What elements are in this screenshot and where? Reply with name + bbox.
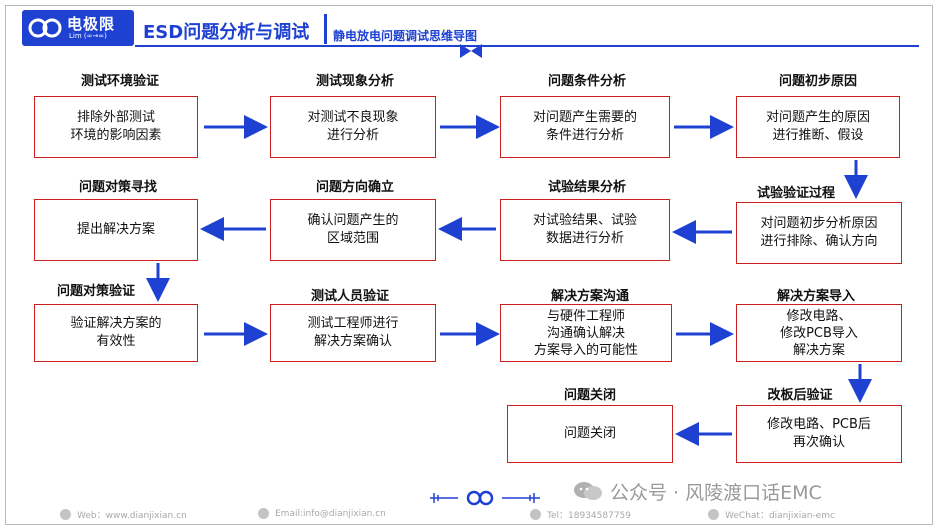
- step-label: 问题关闭: [563, 388, 616, 403]
- step-box: 与硬件工程师 沟通确认解决 方案导入的可能性: [500, 304, 672, 362]
- contact-wechat: WeChat：dianjixian-emc: [708, 508, 835, 521]
- step-box: 测试工程师进行 解决方案确认: [270, 304, 436, 362]
- title-divider: [324, 14, 327, 44]
- step-box: 问题关闭: [507, 405, 673, 463]
- step-box: 修改电路、PCB后 再次确认: [736, 405, 902, 463]
- footer-logo-divider: [430, 490, 540, 506]
- header: 电极限 Lim (∞→∞) ESD问题分析与调试 静电放电问题调试思维导图: [0, 0, 940, 60]
- contact-email-text: Email:info@dianjixian.cn: [275, 508, 386, 519]
- contact-tel-text: Tel：18934587759: [547, 511, 631, 521]
- wechat-icon: [708, 509, 719, 520]
- step-box: 对试验结果、试验 数据进行分析: [500, 199, 670, 261]
- step-box: 修改电路、 修改PCB导入 解决方案: [736, 304, 902, 362]
- footer-contact-row: Web：www.dianjixian.cn Email:info@dianjix…: [0, 508, 940, 524]
- logo-subtext: Lim (∞→∞): [69, 32, 107, 40]
- step-label: 改板后验证: [767, 388, 833, 403]
- step-label: 问题初步原因: [778, 74, 857, 89]
- watermark-text: 公众号 · 风陵渡口话EMC: [610, 482, 822, 504]
- step-label: 解决方案导入: [776, 289, 855, 304]
- step-box: 提出解决方案: [34, 199, 198, 261]
- step-label: 问题条件分析: [547, 74, 626, 89]
- contact-wechat-text: WeChat：dianjixian-emc: [725, 511, 835, 521]
- step-label: 测试人员验证: [310, 289, 389, 304]
- brand-logo: 电极限 Lim (∞→∞): [22, 10, 134, 46]
- step-label: 试验结果分析: [547, 180, 626, 195]
- email-icon: [258, 508, 269, 519]
- contact-web: Web：www.dianjixian.cn: [60, 508, 187, 521]
- web-icon: [60, 509, 71, 520]
- step-box: 对测试不良现象 进行分析: [270, 96, 436, 158]
- header-underline: [135, 45, 919, 47]
- step-box: 验证解决方案的 有效性: [34, 304, 198, 362]
- bowtie-icon: [460, 44, 482, 58]
- contact-tel: Tel：18934587759: [530, 508, 631, 521]
- step-box: 对问题产生的原因 进行推断、假设: [736, 96, 900, 158]
- step-label: 试验验证过程: [756, 186, 835, 201]
- page-title: ESD问题分析与调试: [143, 22, 310, 43]
- step-label: 测试现象分析: [315, 74, 394, 89]
- step-label: 问题对策验证: [56, 284, 135, 299]
- contact-web-text: Web：www.dianjixian.cn: [77, 511, 187, 521]
- infinity-logo-icon: [28, 18, 62, 38]
- step-label: 解决方案沟通: [550, 289, 629, 304]
- contact-email: Email:info@dianjixian.cn: [258, 508, 386, 519]
- step-label: 问题对策寻找: [78, 180, 157, 195]
- step-label: 问题方向确立: [315, 180, 394, 195]
- wechat-watermark-icon: [574, 482, 602, 500]
- step-box: 对问题产生需要的 条件进行分析: [500, 96, 670, 158]
- logo-text: 电极限: [67, 15, 116, 33]
- step-label: 测试环境验证: [80, 74, 159, 89]
- phone-icon: [530, 509, 541, 520]
- step-box: 确认问题产生的 区域范围: [270, 199, 436, 261]
- step-box: 对问题初步分析原因 进行排除、确认方向: [736, 202, 902, 264]
- step-box: 排除外部测试 环境的影响因素: [34, 96, 198, 158]
- page-subtitle: 静电放电问题调试思维导图: [333, 29, 478, 43]
